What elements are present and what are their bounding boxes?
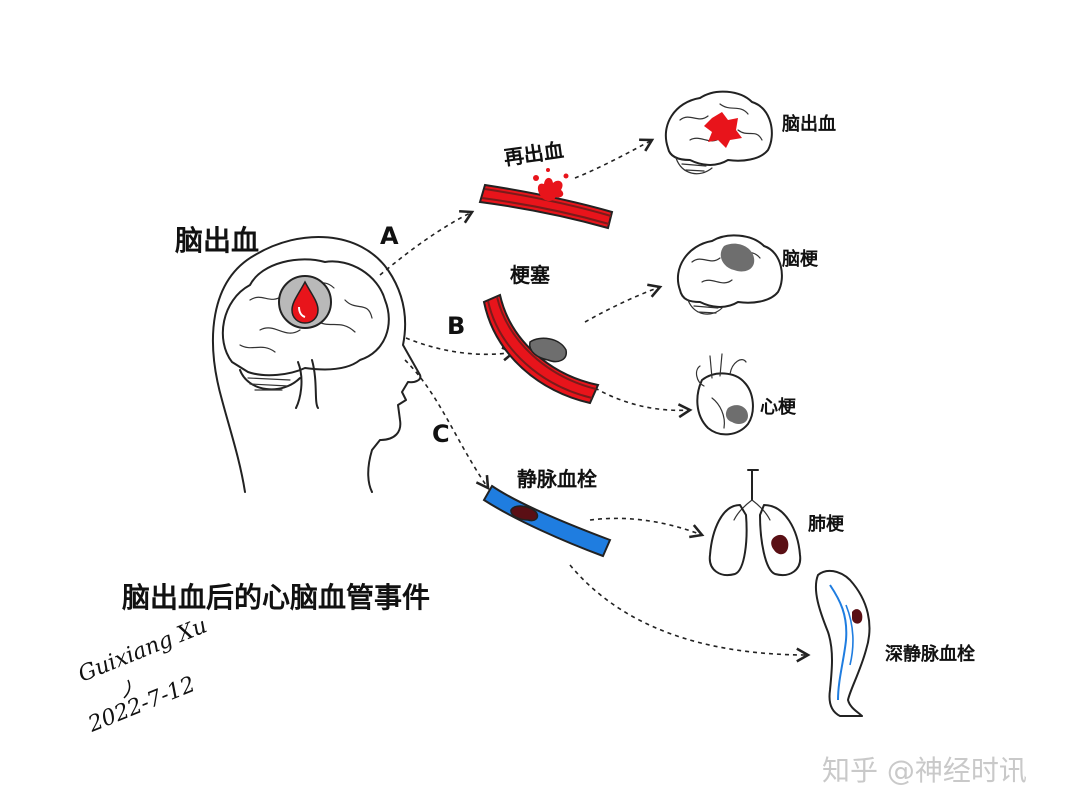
outcome-dvt-leg-icon [814, 569, 871, 717]
blood-drop-icon [291, 280, 319, 324]
signature-date: 2022-7-12 [84, 672, 199, 738]
outcome-brain-hemorrhage-icon [664, 90, 773, 175]
vein-thrombus-illustration [482, 484, 612, 558]
outcome-label-brain-hemorrhage: 脑出血 [782, 113, 836, 135]
outcome-lung-infarct-icon [708, 469, 802, 576]
flow-arrows [379, 138, 811, 663]
infarction-label: 梗塞 [510, 263, 551, 287]
rebleed-vessel-illustration [478, 168, 614, 230]
branch-letter-c: C [432, 420, 450, 448]
rebleed-label: 再出血 [502, 138, 565, 170]
author-signature: Guixiang Xu 2022-7-12 [75, 613, 211, 738]
arrow-to-heart-infarct [594, 387, 693, 419]
outcome-heart-infarct-icon [695, 353, 754, 436]
head-profile-illustration [212, 236, 422, 493]
infarct-vessel-illustration [482, 293, 600, 405]
outcome-label-lung-infarct: 肺梗 [808, 513, 845, 535]
arrow-to-infarction [405, 337, 517, 362]
arrow-to-dvt [569, 564, 811, 663]
branch-letter-a: A [380, 222, 399, 250]
arrow-to-brain-hemorrhage [574, 138, 655, 179]
arrow-to-brain-infarct [584, 283, 663, 323]
arrow-to-vein-thrombus [404, 359, 490, 491]
outcome-label-heart-infarct: 心梗 [760, 396, 797, 418]
diagram-title: 脑出血后的心脑血管事件 [122, 581, 430, 614]
outcome-label-dvt: 深静脉血栓 [885, 643, 975, 665]
branch-letter-b: B [447, 312, 465, 340]
thrombus-icon [510, 505, 539, 522]
outcome-label-brain-infarct: 脑梗 [782, 248, 819, 270]
outcome-brain-infarct-icon [677, 234, 783, 315]
watermark-text: 知乎 @神经时讯 [822, 754, 1027, 787]
arrow-to-lung-infarct [589, 517, 705, 539]
brain-illustration [221, 258, 390, 409]
vein-thrombus-label: 静脉血栓 [517, 467, 597, 491]
clot-icon [529, 337, 567, 363]
arrow-to-rebleed [379, 210, 475, 276]
source-label: 脑出血 [175, 224, 259, 257]
